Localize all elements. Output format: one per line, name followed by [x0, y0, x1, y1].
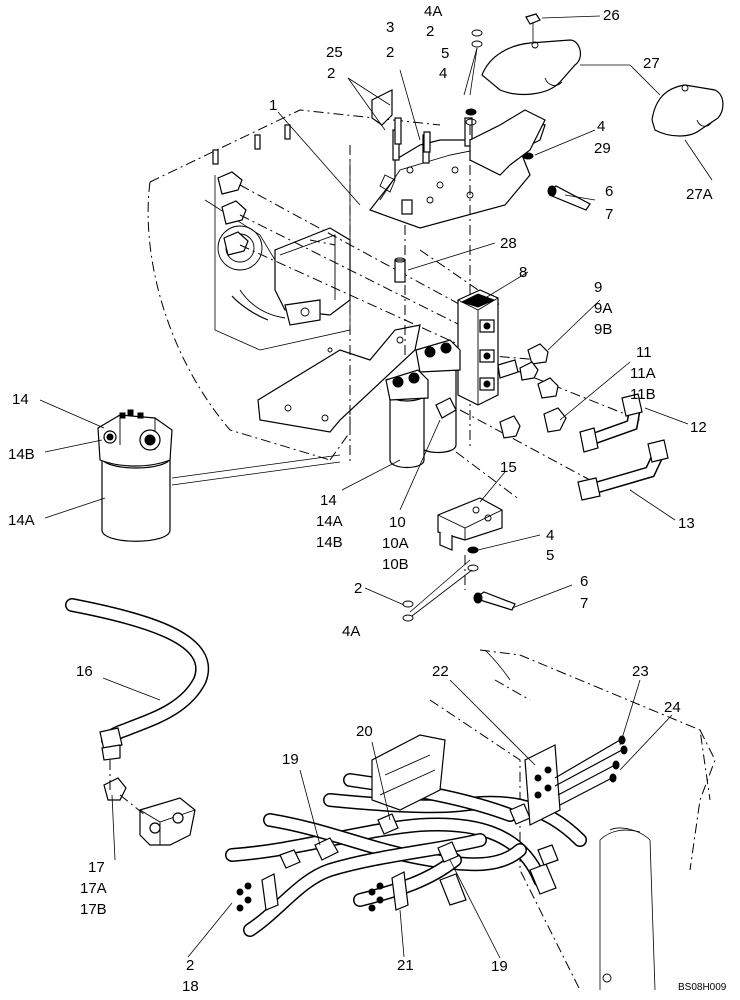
callout-label: 9	[594, 279, 602, 296]
callout-label: 6	[580, 573, 588, 590]
hardware-lower	[402, 546, 516, 622]
callout-label: 1	[269, 97, 277, 114]
callout-label: 23	[632, 663, 649, 680]
callout-label: 4A	[424, 3, 442, 20]
callout-label: 13	[678, 515, 695, 532]
callout-label: 2	[386, 44, 394, 61]
callout-label: 12	[690, 419, 707, 436]
callout-label: 22	[432, 663, 449, 680]
callout-label: 14	[12, 391, 29, 408]
callout-labels: 1 2 2 2 2 2 3 4 4 4 4A 4A 5 5 6 6 7 7 8 …	[8, 3, 727, 995]
pump-bracket-left	[217, 225, 351, 326]
callout-label: 14A	[8, 512, 35, 529]
cover-bracket	[469, 109, 546, 176]
callout-label: 21	[397, 957, 414, 974]
callout-label: 19	[491, 958, 508, 975]
callout-label: 5	[441, 45, 449, 62]
leader-lines	[39, 15, 713, 959]
callout-label: 4	[439, 65, 447, 82]
valve-8	[457, 289, 519, 406]
callout-label: 11	[636, 344, 652, 361]
callout-label: 17	[88, 859, 105, 876]
callout-label: 2	[327, 65, 335, 82]
cover-27A	[651, 84, 724, 137]
centerlines	[239, 125, 641, 590]
callout-label: 27A	[686, 186, 713, 203]
callout-label: 14B	[8, 446, 35, 463]
callout-label: 10B	[382, 556, 409, 573]
callout-label: 17B	[80, 901, 107, 918]
callout-label: 14A	[316, 513, 343, 530]
callout-label: 3	[386, 19, 394, 36]
callout-label: 24	[664, 699, 681, 716]
callout-label: 28	[500, 235, 517, 252]
callout-label: 7	[580, 595, 588, 612]
callout-label: 14	[320, 492, 337, 509]
filter-14-exploded	[97, 409, 341, 542]
callout-label: 11A	[630, 365, 656, 382]
callout-label: 2	[426, 23, 434, 40]
hose-ends	[439, 844, 559, 906]
filter-10-installed	[415, 339, 461, 454]
callout-label: 11B	[630, 386, 656, 403]
drawing-code: BS08H009	[678, 982, 727, 993]
callout-label: 14B	[316, 534, 343, 551]
tube-12	[579, 393, 643, 453]
lower-plate	[257, 324, 421, 433]
fittings-9-11	[499, 343, 567, 439]
bracket-15	[437, 497, 503, 551]
callout-label: 2	[354, 580, 362, 597]
bolts-23-24	[554, 735, 628, 806]
callout-label: 9A	[594, 300, 612, 317]
wall-fittings	[212, 124, 291, 256]
callout-label: 25	[326, 44, 343, 61]
bracket-22	[524, 744, 561, 826]
callout-label: 29	[594, 140, 611, 157]
callout-label: 18	[182, 978, 199, 995]
callout-label: 7	[605, 206, 613, 223]
bracket-21	[236, 871, 409, 912]
switch-17	[103, 760, 196, 846]
callout-label: 19	[282, 751, 299, 768]
hardware-upper	[394, 13, 591, 211]
filter-14-installed	[385, 369, 429, 469]
callout-label: 17A	[80, 880, 107, 897]
callout-label: 6	[605, 183, 613, 200]
callout-label: 4	[597, 118, 605, 135]
callout-label: 9B	[594, 321, 612, 338]
callout-label: 5	[546, 547, 554, 564]
clamps-19	[279, 803, 531, 869]
callout-label: 4	[546, 527, 554, 544]
callout-label: 16	[76, 663, 93, 680]
cover-27	[481, 39, 582, 95]
callout-label: 15	[500, 459, 517, 476]
callout-label: 27	[643, 55, 660, 72]
callout-label: 26	[603, 7, 620, 24]
callout-label: 8	[519, 264, 527, 281]
callout-label: 20	[356, 723, 373, 740]
callout-label: 4A	[342, 623, 360, 640]
bracket-20	[371, 734, 446, 811]
callout-label: 2	[186, 957, 194, 974]
hose-16	[65, 598, 210, 761]
callout-label: 10	[389, 514, 406, 531]
callout-label: 10A	[382, 535, 409, 552]
tube-13	[577, 439, 669, 501]
spacer-28	[394, 257, 406, 283]
